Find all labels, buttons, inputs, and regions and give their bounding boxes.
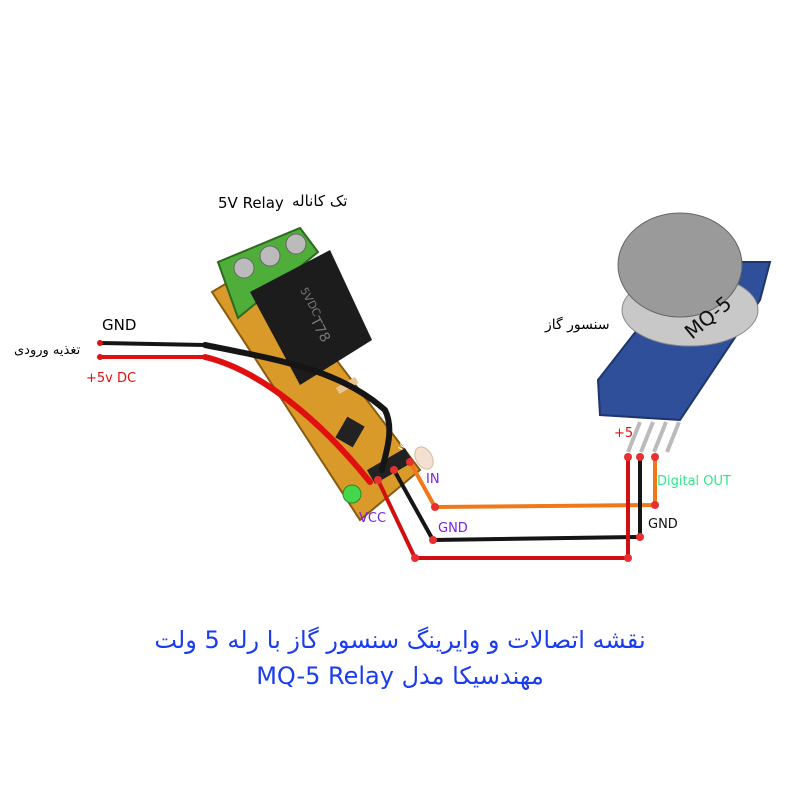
- relay-module: T78 5VDC IO: [210, 226, 434, 522]
- joint: [636, 533, 644, 541]
- joint: [624, 453, 632, 461]
- power-red-wire: [202, 354, 373, 485]
- sensor-pin: [665, 421, 681, 453]
- power-black-wire: [202, 342, 393, 473]
- wire-endpoint: [97, 340, 103, 346]
- wire-in-to-digital-out: [408, 457, 657, 509]
- joint: [624, 554, 632, 562]
- connection-wires: [374, 453, 659, 562]
- status-led: [342, 484, 362, 504]
- relay-pin-marking: IO: [397, 439, 412, 454]
- wire-endpoint: [97, 354, 103, 360]
- relay-gnd-label: GND: [438, 521, 468, 536]
- mq5-sensor: MQ-5: [596, 212, 772, 453]
- terminal-screw: [233, 257, 255, 279]
- transistor: [335, 416, 365, 448]
- sensor-pin: [652, 421, 668, 453]
- relay-vcc-label: VCC: [359, 511, 387, 526]
- joint: [406, 458, 414, 466]
- joint: [431, 503, 439, 511]
- power-input-wires: [97, 340, 393, 485]
- sensor-pin: [639, 421, 655, 453]
- relay-in-label: IN: [426, 472, 440, 487]
- sensor-digital-out-label: Digital OUT: [657, 474, 731, 489]
- relay-title-en: 5V Relay: [218, 194, 284, 212]
- led-clear: [414, 446, 434, 470]
- joint: [636, 453, 644, 461]
- terminal-screw: [285, 233, 307, 255]
- sensor-gnd-label: GND: [648, 517, 678, 532]
- sensor-title: سنسور گاز: [545, 317, 610, 333]
- joint: [411, 554, 419, 562]
- wire-vcc-to-plus5: [376, 457, 630, 560]
- terminal-screw: [259, 245, 281, 267]
- sensor-mesh-cap: [617, 212, 743, 318]
- joint: [651, 501, 659, 509]
- wire-gnd-to-gnd: [392, 457, 642, 542]
- joint: [390, 466, 398, 474]
- pin-header: [366, 448, 414, 484]
- sensor-pin: [626, 421, 642, 453]
- gnd-input-line: [98, 341, 207, 347]
- caption-line-1: نقشه اتصالات و وایرینگ سنسور گاز با رله …: [154, 626, 646, 654]
- joint: [429, 536, 437, 544]
- joint: [374, 476, 382, 484]
- joint: [651, 453, 659, 461]
- power-vdc-label: +5v DC: [86, 371, 137, 386]
- wire-joints: [374, 453, 659, 562]
- relay-title-fa: تک کاناله: [292, 192, 348, 210]
- caption-line-2: مهندسیکا مدل MQ-5 Relay: [256, 662, 544, 690]
- sensor-plus5-label: +5: [614, 426, 634, 441]
- relay-box: [250, 250, 372, 385]
- power-gnd-label: GND: [102, 316, 137, 334]
- power-input-caption: تغذیه ورودی: [14, 343, 81, 358]
